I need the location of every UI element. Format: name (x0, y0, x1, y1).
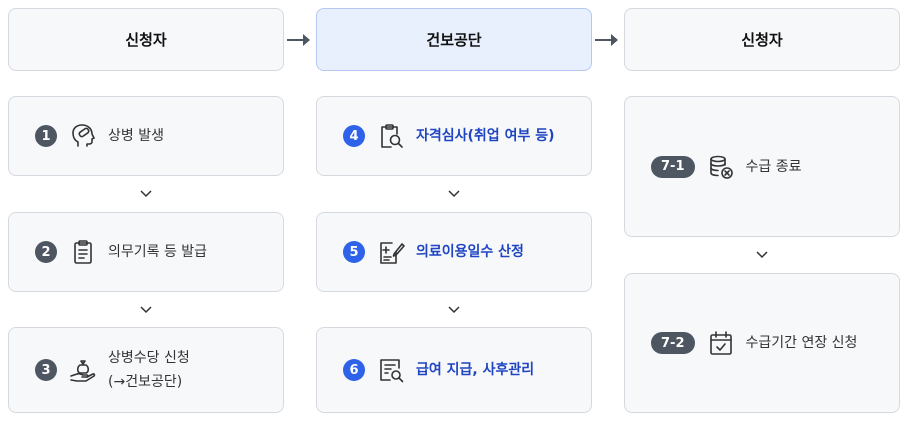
step-label-bold: 자격심사 (416, 128, 468, 144)
clipboard-icon (69, 238, 97, 266)
step-number-badge: 3 (35, 359, 57, 381)
step-2: 2 의무기록 등 발급 (8, 212, 284, 292)
step-label-line2: (→건보공단) (108, 374, 183, 390)
chevron-down-icon (756, 251, 768, 259)
step-7-2: 7-2 수급기간 연장 신청 (624, 273, 900, 413)
chevron-down-icon (140, 190, 152, 198)
step-label: 수급 종료 (745, 158, 802, 175)
header-applicant-1: 신청자 (8, 8, 284, 71)
step-label: 의무기록 등 발급 (108, 244, 208, 260)
header-label: 건보공단 (426, 31, 482, 49)
step-5: 5 의료이용일수 산정 (316, 212, 592, 292)
chevron-down-icon (140, 306, 152, 314)
step-number-badge: 6 (343, 359, 365, 381)
step-number-badge: 4 (343, 125, 365, 147)
step-number-badge: 7-2 (651, 332, 695, 354)
step-label: 수급기간 연장 신청 (745, 335, 858, 351)
step-label: 의료이용일수 산정 (416, 244, 524, 260)
hand-money-bag-icon (69, 356, 97, 384)
step-1: 1 상병 발생 (8, 96, 284, 176)
step-6: 6 급여 지급, 사후관리 (316, 327, 592, 413)
step-7-1: 7-1 수급 종료 (624, 96, 900, 237)
header-label: 신청자 (125, 31, 167, 49)
header-nhis: 건보공단 (316, 8, 592, 71)
head-bandage-icon (69, 122, 97, 150)
document-search-icon (377, 356, 405, 384)
arrow-right-icon (595, 34, 618, 46)
step-number-badge: 5 (343, 241, 365, 263)
step-number-badge: 7-1 (651, 155, 695, 178)
arrow-right-icon (287, 34, 310, 46)
calendar-check-icon (707, 329, 735, 357)
step-3: 3 상병수당 신청 (→건보공단) (8, 327, 284, 413)
clipboard-search-icon (377, 122, 405, 150)
step-4: 4 자격심사(취업 여부 등) (316, 96, 592, 176)
step-number-badge: 2 (35, 241, 57, 263)
step-label: 자격심사(취업 여부 등) (416, 125, 554, 147)
chevron-down-icon (448, 306, 460, 314)
coins-cancel-icon (707, 153, 735, 181)
step-label-rest: (취업 여부 등) (467, 128, 555, 144)
chevron-down-icon (448, 190, 460, 198)
step-label: 급여 지급, 사후관리 (416, 362, 535, 378)
step-label: 상병 발생 (108, 128, 164, 144)
step-label-line1: 상병수당 신청 (108, 350, 190, 366)
step-label: 상병수당 신청 (→건보공단) (108, 346, 190, 394)
header-label: 신청자 (741, 31, 783, 49)
header-applicant-2: 신청자 (624, 8, 900, 71)
medical-document-pen-icon (377, 238, 405, 266)
step-number-badge: 1 (35, 125, 57, 147)
